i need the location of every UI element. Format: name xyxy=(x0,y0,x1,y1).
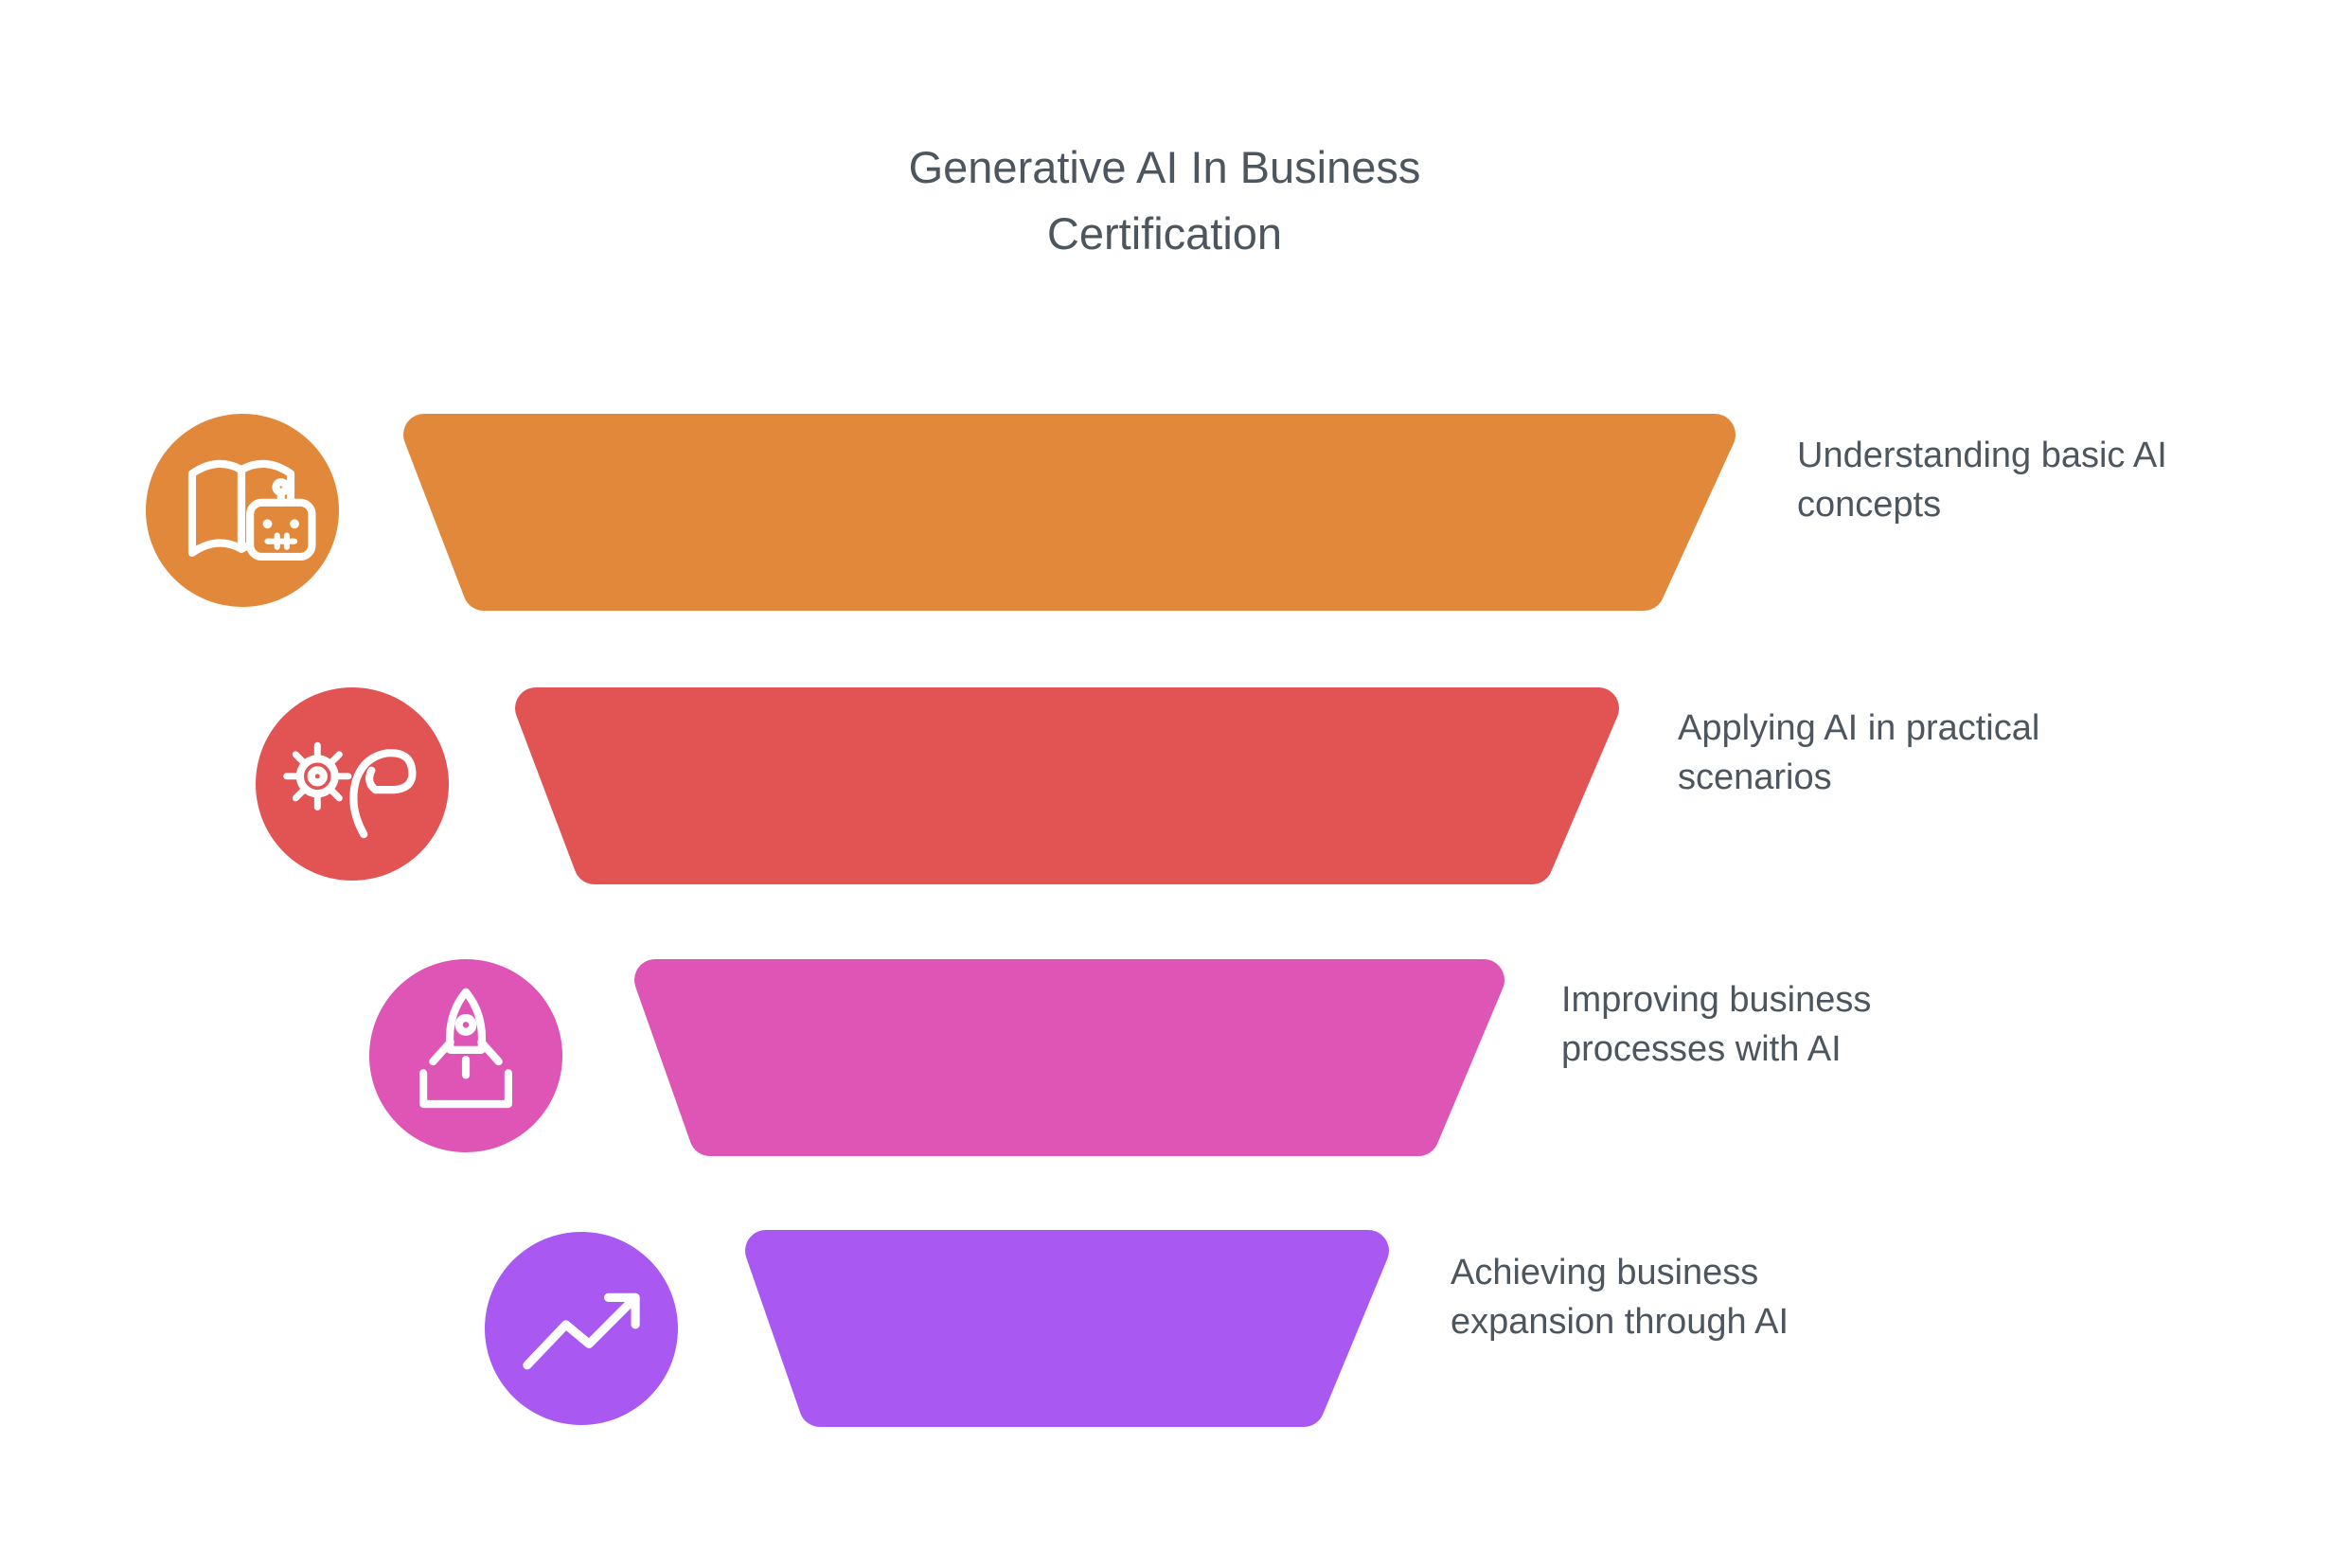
funnel-band-1 xyxy=(403,414,1736,611)
funnel-label-3-line-2: processes with AI xyxy=(1561,1029,1842,1069)
icon-circle-4 xyxy=(485,1232,678,1425)
funnel-band-1-shape xyxy=(403,414,1736,611)
funnel-label-3: Improving business processes with AI xyxy=(1561,975,1871,1074)
funnel-label-4-line-2: expansion through AI xyxy=(1451,1302,1789,1342)
funnel-label-1-line-1: Understanding basic AI xyxy=(1797,436,2167,475)
funnel-band-4-shape xyxy=(745,1230,1389,1427)
rocket-launch-icon xyxy=(369,959,562,1152)
funnel-band-4 xyxy=(745,1230,1389,1427)
funnel-label-4-line-1: Achieving business xyxy=(1451,1253,1759,1292)
funnel-label-1: Understanding basic AI concepts xyxy=(1797,431,2167,529)
funnel-label-2: Applying AI in practical scenarios xyxy=(1678,704,2039,802)
hand-gear-icon xyxy=(256,687,449,881)
funnel-band-2 xyxy=(515,687,1619,884)
funnel-label-1-line-2: concepts xyxy=(1797,485,1942,525)
book-robot-icon xyxy=(146,414,339,607)
funnel-label-3-line-1: Improving business xyxy=(1561,980,1872,1020)
page-title: Generative AI In Business Certification xyxy=(908,142,1421,258)
trend-up-icon xyxy=(485,1232,678,1425)
funnel-label-2-line-2: scenarios xyxy=(1678,757,1832,797)
funnel-band-3 xyxy=(634,959,1504,1156)
funnel-label-4: Achieving business expansion through AI xyxy=(1451,1248,1789,1346)
funnel-band-3-shape xyxy=(634,959,1504,1156)
funnel-label-2-line-1: Applying AI in practical xyxy=(1678,708,2040,748)
funnel-band-2-shape xyxy=(515,687,1619,884)
